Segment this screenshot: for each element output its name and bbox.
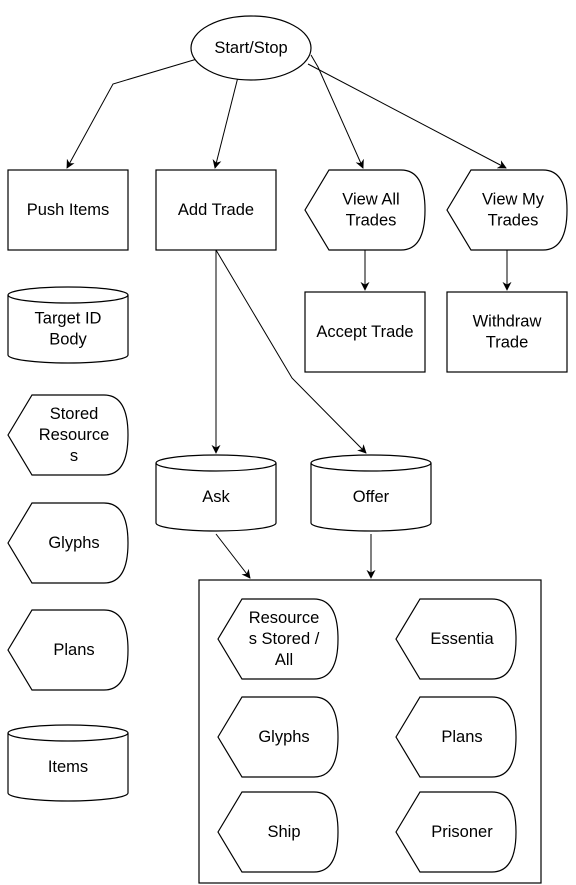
node-label-add-trade-0: Add Trade <box>178 201 254 219</box>
node-essentia: Essentia <box>395 598 517 680</box>
node-label-ship-0: Ship <box>267 823 300 841</box>
node-label-resources-stored-all-1: s Stored / <box>249 630 320 648</box>
node-label-essentia-0: Essentia <box>430 630 494 648</box>
node-items: Items <box>7 724 129 802</box>
node-plans-left: Plans <box>7 609 129 691</box>
node-glyphs-box: Glyphs <box>217 696 339 778</box>
edge-add-trade-to-offer <box>215 249 367 454</box>
node-label-target-id-body-0: Target ID <box>35 310 102 328</box>
node-glyphs-left: Glyphs <box>7 502 129 584</box>
node-add-trade: Add Trade <box>155 169 277 251</box>
edge-start-stop-to-view-my-trades <box>307 63 507 169</box>
edge-start-stop-to-add-trade <box>212 76 239 169</box>
node-push-items: Push Items <box>7 169 129 251</box>
node-label-offer-0: Offer <box>353 488 390 506</box>
node-label-view-all-trades-1: Trades <box>346 212 397 230</box>
node-label-withdraw-trade-1: Trade <box>486 334 529 352</box>
node-label-resources-stored-all-0: Resource <box>249 609 320 627</box>
edge-start-stop-to-push-items <box>66 58 198 169</box>
node-ship: Ship <box>217 791 339 873</box>
node-label-start-stop-0: Start/Stop <box>214 39 287 57</box>
node-accept-trade: Accept Trade <box>304 291 426 373</box>
node-label-stored-resources-0: Stored <box>50 405 99 423</box>
asset-container <box>198 579 542 884</box>
node-resources-stored-all: Resource s Stored / All <box>217 598 339 680</box>
node-label-view-my-trades-1: Trades <box>488 212 539 230</box>
node-offer: Offer <box>310 454 432 532</box>
node-target-id-body: Target ID Body <box>7 286 129 364</box>
node-plans-box: Plans <box>395 696 517 778</box>
node-label-ask-0: Ask <box>202 488 230 506</box>
node-label-stored-resources-1: Resource <box>39 426 110 444</box>
node-label-target-id-body-1: Body <box>49 331 87 349</box>
node-label-push-items-0: Push Items <box>27 201 110 219</box>
node-label-prisoner-0: Prisoner <box>431 823 493 841</box>
node-label-view-my-trades-0: View My <box>482 191 545 209</box>
node-label-plans-box-0: Plans <box>441 728 482 746</box>
node-label-withdraw-trade-0: Withdraw <box>473 313 542 331</box>
node-prisoner: Prisoner <box>395 791 517 873</box>
edge-ask-to-asset-container <box>215 533 251 579</box>
node-view-my-trades: View My Trades <box>446 169 568 251</box>
node-label-items-0: Items <box>48 758 88 776</box>
node-start-stop: Start/Stop <box>190 15 312 81</box>
node-ask: Ask <box>155 454 277 532</box>
node-label-resources-stored-all-2: All <box>275 651 293 669</box>
node-label-glyphs-left-0: Glyphs <box>48 534 99 552</box>
edge-start-stop-to-view-all-trades <box>310 54 364 169</box>
node-label-stored-resources-2: s <box>70 447 78 465</box>
node-label-view-all-trades-0: View All <box>342 191 399 209</box>
node-label-glyphs-box-0: Glyphs <box>258 728 309 746</box>
node-label-accept-trade-0: Accept Trade <box>316 323 413 341</box>
node-label-plans-left-0: Plans <box>53 641 94 659</box>
